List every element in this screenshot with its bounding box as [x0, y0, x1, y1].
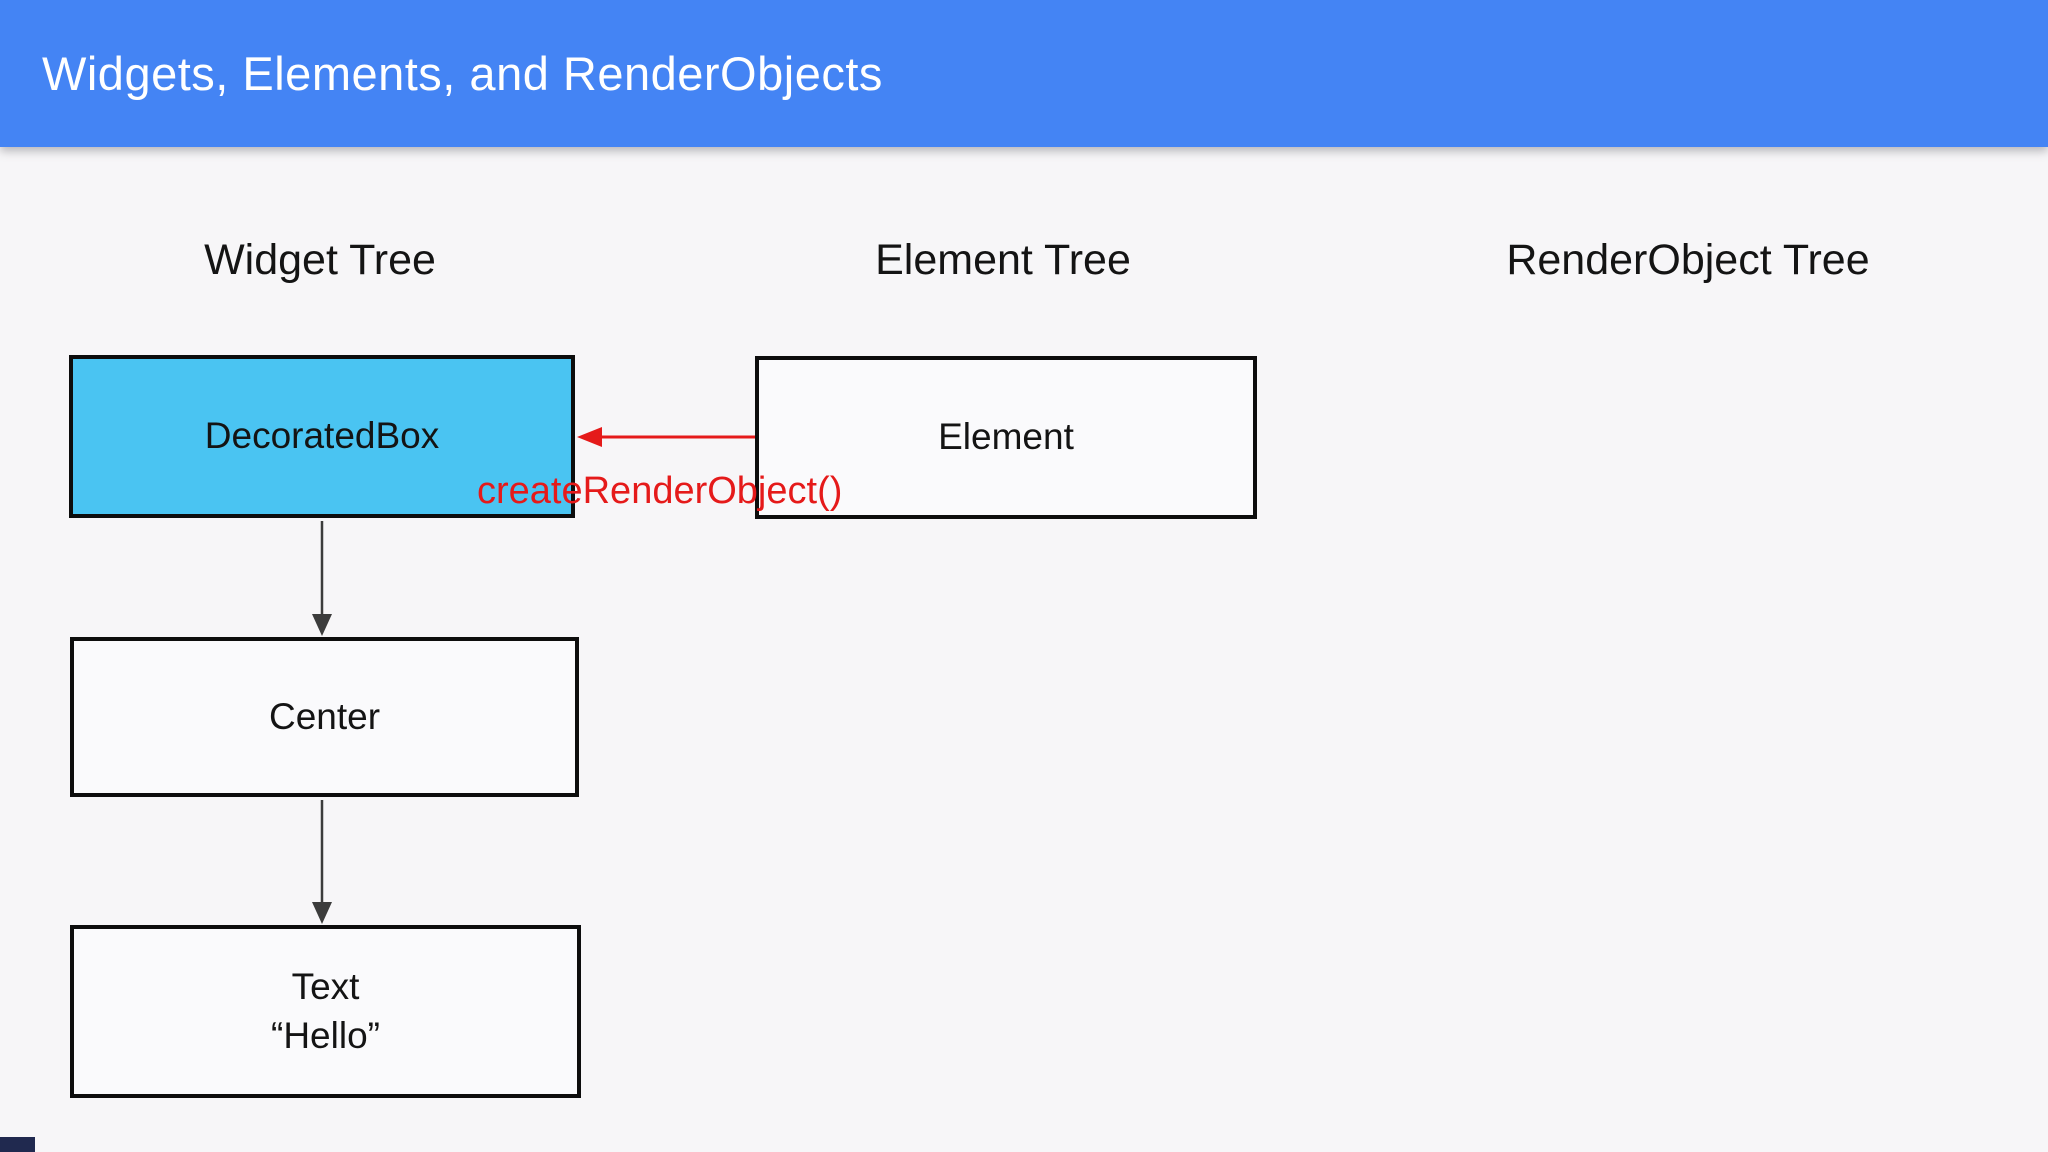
title-bar: Widgets, Elements, and RenderObjects: [0, 0, 2048, 147]
node-decoratedbox-label: DecoratedBox: [204, 415, 440, 457]
page-title: Widgets, Elements, and RenderObjects: [42, 47, 883, 100]
video-progress-bar: [0, 1137, 35, 1152]
arrow-element-to-decoratedbox: [577, 427, 755, 447]
node-element: Element: [755, 356, 1257, 519]
column-header-renderobject-tree: RenderObject Tree: [1506, 236, 1870, 284]
node-text-sublabel: “Hello”: [271, 1014, 380, 1056]
annotation-create-render-object: createRenderObject(): [477, 470, 843, 512]
column-header-element-tree: Element Tree: [875, 236, 1131, 284]
node-decoratedbox: DecoratedBox: [69, 355, 575, 518]
column-header-widget-tree: Widget Tree: [204, 236, 436, 284]
arrow-center-to-text: [312, 800, 332, 924]
node-text-hello: Text “Hello”: [70, 925, 581, 1098]
node-center: Center: [70, 637, 579, 797]
node-text-label: Text: [291, 966, 360, 1008]
node-element-label: Element: [938, 416, 1074, 458]
arrow-decoratedbox-to-center: [312, 521, 332, 636]
node-center-label: Center: [268, 695, 381, 737]
